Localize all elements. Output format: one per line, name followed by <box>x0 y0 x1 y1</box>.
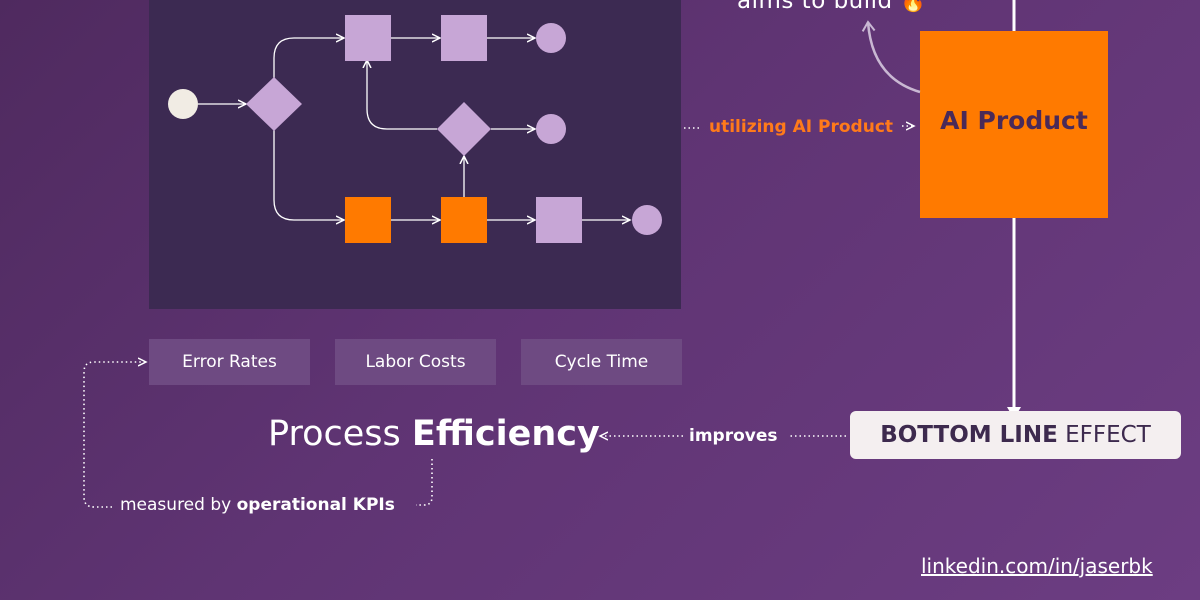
process-step-top-2 <box>441 15 487 61</box>
process-step-orange-2 <box>441 197 487 243</box>
aims-to-build-label: aims to build 🔥 <box>737 0 926 14</box>
measured-by-bold: operational KPIs <box>236 495 395 515</box>
flow-connectors <box>198 38 630 220</box>
decision-diamond-mid <box>437 102 491 156</box>
measured-by-label: measured by operational KPIs <box>120 495 395 515</box>
fire-icon: 🔥 <box>900 0 926 13</box>
aims-to-build-text: aims to build <box>737 0 893 14</box>
start-node <box>168 89 198 119</box>
end-node-bottom <box>632 205 662 235</box>
dotted-connectors <box>83 126 914 508</box>
process-flow-panel <box>149 0 681 309</box>
bottom-line-effect-box: BOTTOM LINE EFFECT <box>850 411 1181 459</box>
bottom-line-bold: BOTTOM LINE <box>880 422 1058 448</box>
end-node-mid <box>536 114 566 144</box>
process-step-top-1 <box>345 15 391 61</box>
ai-product-box <box>920 31 1108 218</box>
process-step-orange-1 <box>345 197 391 243</box>
improves-label: improves <box>689 426 778 446</box>
decision-diamond-main <box>246 77 302 131</box>
aims-curved-arrow <box>861 20 921 94</box>
process-step-bottom <box>536 197 582 243</box>
kpi-error-rates: Error Rates <box>149 339 310 385</box>
end-node-top <box>536 23 566 53</box>
ai-product-label: AI Product <box>940 106 1088 135</box>
measured-by-prefix: measured by <box>120 495 232 515</box>
kpi-cycle-time: Cycle Time <box>521 339 682 385</box>
kpi-labor-costs: Labor Costs <box>335 339 496 385</box>
bottom-line-rest: EFFECT <box>1065 422 1151 448</box>
process-efficiency-title: Process Efficiency <box>268 414 600 454</box>
process-efficiency-prefix: Process <box>268 414 401 454</box>
process-efficiency-bold: Efficiency <box>411 414 600 454</box>
linkedin-link[interactable]: linkedin.com/in/jaserbk <box>921 554 1153 578</box>
utilizing-ai-product-label: utilizing AI Product <box>709 117 894 137</box>
